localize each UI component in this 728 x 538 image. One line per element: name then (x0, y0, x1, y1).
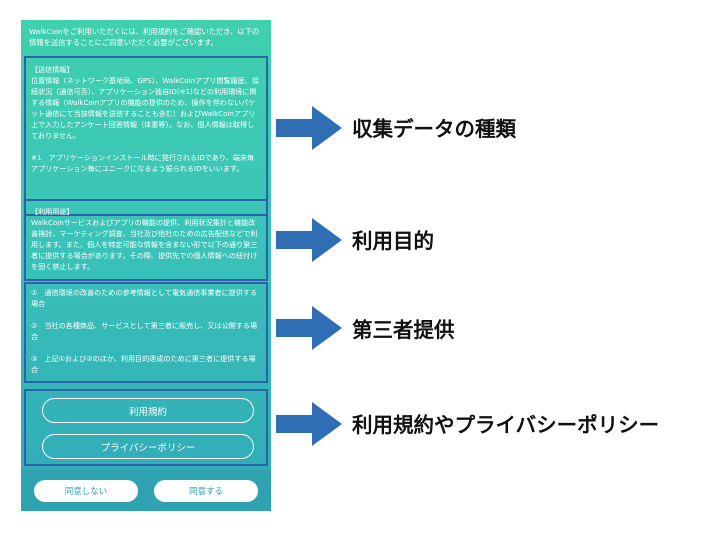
terms-button[interactable]: 利用規約 (42, 398, 254, 423)
usage-purpose-section: 【利用用途】 WalkCoinサービスおよびアプリの機能の提供、利用状況集計と機… (24, 199, 268, 281)
third-party-item-3: ③ 上記①および②のほか、利用目的達成のために第三者に提供する場合 (31, 354, 256, 374)
agree-button[interactable]: 同意する (154, 480, 258, 502)
intro-text: WalkCoinをご利用いただくには、利用規約をご確認いただき、以下の情報を送信… (29, 27, 260, 47)
consent-screen: WalkCoinをご利用いただくには、利用規約をご確認いただき、以下の情報を送信… (21, 20, 271, 511)
third-party-section: ① 通信環境の改善のための参考情報として電気通信事業者に提供する場合 ② 当社の… (24, 282, 268, 383)
callout-purpose: 利用目的 (352, 229, 434, 253)
arrow-right-icon (276, 218, 342, 262)
transmit-body: 位置情報（ネットワーク基地局、GPS）、WalkCoinアプリ閲覧履歴、接続状況… (31, 76, 259, 140)
transmit-note: ※1 アプリケーションインストール時に発行されるIDであり、端末毎アプリケーショ… (31, 153, 255, 173)
privacy-policy-button[interactable]: プライバシーポリシー (42, 434, 254, 459)
callout-data-types: 収集データの種類 (352, 117, 516, 141)
third-party-item-2: ② 当社の各種商品、サービスとして第三者に販売し、又は公開する場合 (31, 321, 258, 341)
arrow-right-icon (276, 106, 342, 150)
callout-policies: 利用規約やプライバシーポリシー (352, 413, 660, 437)
transmitted-info-section: 【送信情報】 位置情報（ネットワーク基地局、GPS）、WalkCoinアプリ閲覧… (24, 56, 268, 216)
arrow-right-icon (276, 306, 342, 350)
callout-third-party: 第三者提供 (352, 318, 455, 342)
arrow-right-icon (276, 402, 342, 446)
transmit-heading: 【送信情報】 (31, 65, 74, 74)
purpose-heading: 【利用用途】 (31, 207, 74, 216)
purpose-body: WalkCoinサービスおよびアプリの機能の提供、利用状況集計と機能改善検討、マ… (31, 218, 258, 271)
third-party-item-1: ① 通信環境の改善のための参考情報として電気通信事業者に提供する場合 (31, 288, 258, 308)
footer-bar: 同意しない 同意する (21, 470, 271, 511)
policy-links-section: 利用規約 プライバシーポリシー (24, 389, 268, 466)
decline-button[interactable]: 同意しない (34, 480, 138, 502)
